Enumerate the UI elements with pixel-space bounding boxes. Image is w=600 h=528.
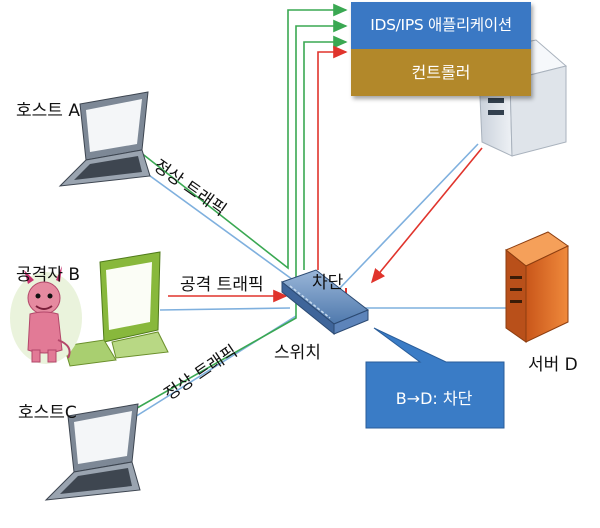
link-host-a [134,164,301,286]
server-d-label: 서버 D [528,355,578,375]
normal-flow-c [129,19,348,413]
server-d-icon [505,231,569,343]
link-controller [339,143,479,289]
block-command [370,147,483,284]
normal-flow-a [139,3,348,270]
attacker-b-label: 공격자 B [16,265,80,285]
attack-to-ids [317,45,348,270]
host-a-laptop-icon [58,91,151,187]
normal-flow-b [303,35,348,270]
host-c-laptop-icon [44,403,141,501]
link-attacker [159,307,291,311]
block-label: 차단 [312,273,344,293]
ids-ips-app-label: IDS/IPS 애플리케이션 [351,2,531,49]
block-callout-shape [365,327,505,429]
host-a-label: 호스트 A [16,101,80,121]
attacker-monitor-icon [63,251,169,367]
switch-label: 스위치 [274,343,321,363]
attack-paths [168,45,483,303]
application-box: IDS/IPS 애플리케이션 컨트롤러 [351,2,531,96]
attack-traffic-label: 공격 트래픽 [180,275,264,295]
normal-traffic-paths [129,3,348,413]
switch-icon [280,269,369,336]
controller-label: 컨트롤러 [351,49,531,96]
block-callout-text: B→D: 차단 [395,389,473,408]
attacker-devil-icon [10,266,82,364]
host-c-label: 호스트C [18,403,77,423]
network-links [129,143,508,421]
